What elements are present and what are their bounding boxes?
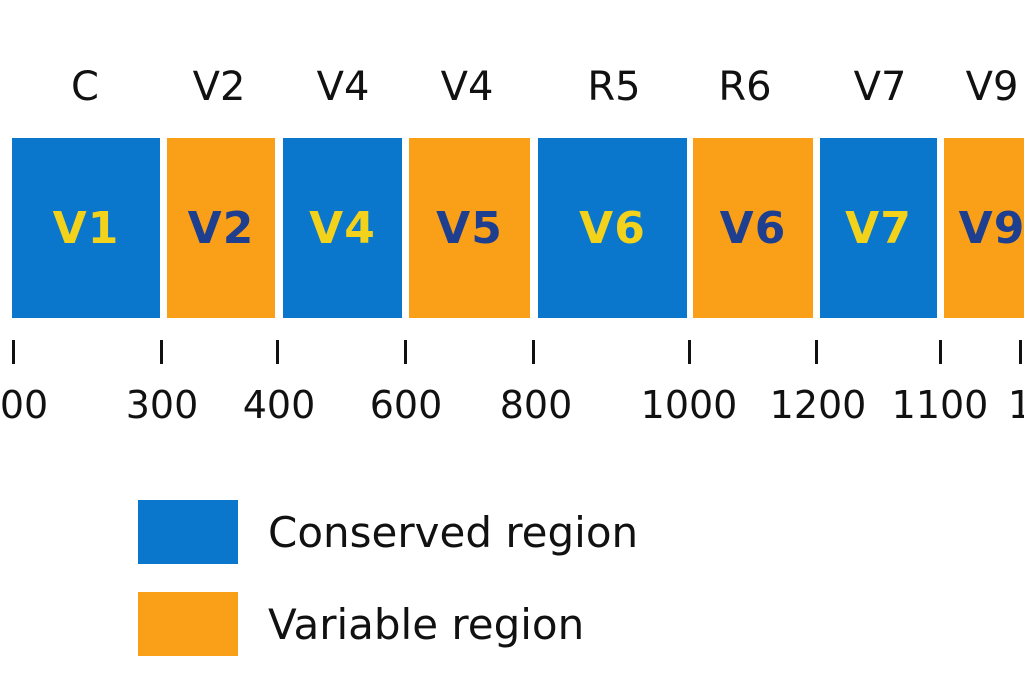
region-segment-variable: V5 — [409, 138, 530, 318]
segment-label: V7 — [845, 202, 912, 254]
region-segment-conserved: V1 — [12, 138, 160, 318]
region-segment-variable: V6 — [693, 138, 813, 318]
tick-mark — [688, 340, 691, 364]
tick-label: 1 — [1007, 383, 1024, 427]
legend-item-conserved: Conserved region — [138, 500, 638, 564]
tick-label: 1100 — [891, 383, 989, 427]
tick-mark — [815, 340, 818, 364]
tick-mark — [1019, 340, 1022, 364]
legend-swatch-conserved — [138, 500, 238, 564]
region-segment-conserved: V4 — [283, 138, 402, 318]
top-region-label: R5 — [587, 64, 641, 110]
tick-mark — [160, 340, 163, 364]
tick-mark — [404, 340, 407, 364]
tick-mark — [939, 340, 942, 364]
tick-label: 600 — [369, 383, 443, 427]
top-region-label: V2 — [192, 64, 246, 110]
tick-mark — [12, 340, 15, 364]
top-region-label: V9 — [965, 64, 1019, 110]
region-segment-conserved: V7 — [820, 138, 937, 318]
top-region-label: V4 — [440, 64, 494, 110]
segment-label: V4 — [309, 202, 376, 254]
segment-label: V9 — [958, 202, 1024, 254]
region-segment-variable: V2 — [167, 138, 275, 318]
legend-label-conserved: Conserved region — [268, 507, 639, 557]
top-region-label: V7 — [853, 64, 907, 110]
top-region-label: C — [71, 64, 99, 110]
region-segment-conserved: V6 — [538, 138, 687, 318]
top-region-label: V4 — [316, 64, 370, 110]
legend-label-variable: Variable region — [268, 599, 585, 649]
tick-label: 1200 — [769, 383, 867, 427]
tick-mark — [276, 340, 279, 364]
tick-label: 1000 — [640, 383, 738, 427]
tick-mark — [532, 340, 535, 364]
legend-item-variable: Variable region — [138, 592, 584, 656]
tick-label: 300 — [125, 383, 199, 427]
top-region-label: R6 — [718, 64, 772, 110]
segment-label: V6 — [719, 202, 787, 254]
tick-label: 800 — [499, 383, 573, 427]
segment-label: V5 — [436, 202, 503, 254]
segment-label: V1 — [52, 202, 120, 254]
legend-swatch-variable — [138, 592, 238, 656]
segment-label: V6 — [579, 202, 646, 254]
segment-label: V2 — [187, 202, 255, 254]
tick-label: 400 — [242, 383, 316, 427]
tick-label: 00 — [0, 383, 49, 427]
region-segment-variable: V9 — [944, 138, 1024, 318]
